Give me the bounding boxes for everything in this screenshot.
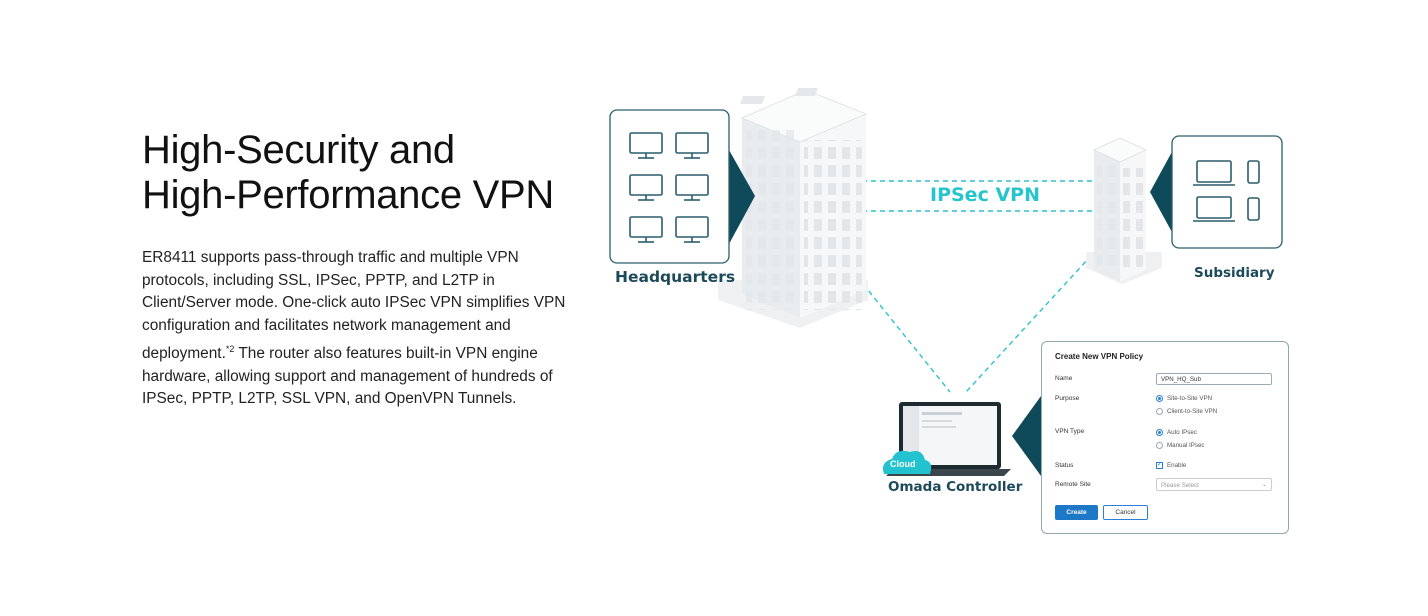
remote-site-select[interactable]: Please Select ⌄: [1156, 478, 1272, 491]
purpose-option-label: Client-to-Site VPN: [1167, 408, 1218, 415]
vpn-type-label: VPN Type: [1055, 428, 1085, 435]
radio-icon[interactable]: [1156, 442, 1163, 449]
footnote-marker: *2: [225, 343, 235, 354]
radio-selected-icon[interactable]: [1156, 429, 1163, 436]
purpose-option-site-to-site[interactable]: Site-to-Site VPN: [1156, 395, 1212, 402]
status-label: Status: [1055, 462, 1074, 469]
page-title: High-Security and High-Performance VPN: [142, 128, 602, 218]
subsidiary-label: Subsidiary: [1194, 265, 1275, 281]
name-label: Name: [1055, 375, 1073, 382]
panel-pointer: [1012, 396, 1041, 476]
vpn-type-option-auto[interactable]: Auto IPsec: [1156, 429, 1197, 436]
cloud-label: Cloud: [890, 459, 916, 469]
remote-site-placeholder: Please Select: [1161, 482, 1199, 489]
create-button[interactable]: Create: [1055, 505, 1098, 520]
panel-title: Create New VPN Policy: [1055, 352, 1144, 361]
ipsec-vpn-label: IPSec VPN: [926, 184, 1044, 206]
status-option-label: Enable: [1167, 462, 1187, 469]
purpose-label: Purpose: [1055, 395, 1080, 402]
headquarters-device-card: [609, 109, 755, 264]
title-line-2: High-Performance VPN: [142, 173, 554, 217]
purpose-option-client-to-site[interactable]: Client-to-Site VPN: [1156, 408, 1217, 415]
vpn-links: [808, 180, 1126, 393]
status-enable-checkbox[interactable]: ✓ Enable: [1156, 462, 1186, 469]
omada-controller-label: Omada Controller: [888, 479, 1023, 495]
title-line-1: High-Security and: [142, 128, 455, 172]
cloud-icon: [883, 450, 932, 474]
vpn-type-option-manual[interactable]: Manual IPsec: [1156, 442, 1205, 449]
subsidiary-building: [1086, 137, 1162, 284]
headquarters-building: [718, 88, 868, 328]
description-paragraph: ER8411 supports pass-through traffic and…: [142, 247, 572, 411]
chevron-down-icon: ⌄: [1261, 482, 1267, 488]
description-text: ER8411 supports pass-through traffic and…: [142, 249, 566, 362]
cancel-button[interactable]: Cancel: [1103, 505, 1148, 520]
remote-site-label: Remote Site: [1055, 481, 1091, 488]
checkmark-icon[interactable]: ✓: [1156, 462, 1163, 469]
purpose-option-label: Site-to-Site VPN: [1167, 395, 1213, 402]
radio-selected-icon[interactable]: [1156, 395, 1163, 402]
radio-icon[interactable]: [1156, 408, 1163, 415]
vpn-type-option-label: Auto IPsec: [1167, 429, 1197, 436]
name-field[interactable]: VPN_HQ_Sub: [1156, 373, 1272, 385]
vpn-policy-panel: Create New VPN Policy Name VPN_HQ_Sub Pu…: [1041, 341, 1289, 534]
headquarters-label: Headquarters: [615, 268, 736, 286]
vpn-type-option-label: Manual IPsec: [1167, 442, 1205, 449]
description-text-2: The router also features built-in VPN en…: [142, 344, 553, 408]
subsidiary-device-card: [1150, 135, 1283, 249]
